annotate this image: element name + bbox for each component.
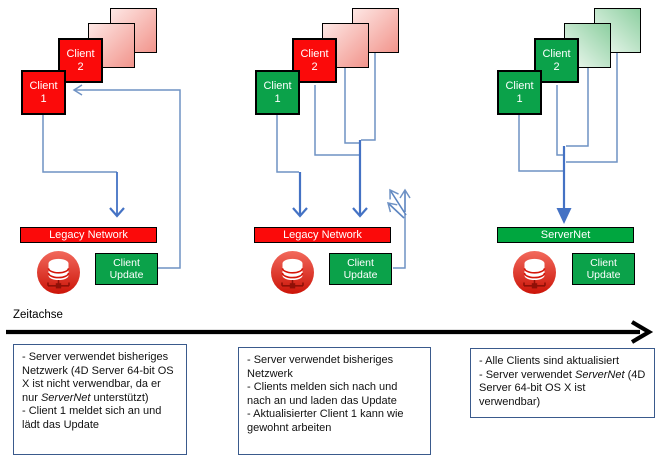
client-update-box: Client Update [572, 253, 635, 285]
database-icon [513, 251, 556, 294]
note-text: - Server verwendet bisheriges Netzwerk (… [22, 351, 174, 404]
timeline-label: Zeitachse [13, 309, 63, 321]
note-bullet: - Client 1 meldet sich an und lädt das U… [22, 405, 178, 432]
note-text: - Server verwendet [479, 368, 575, 381]
network-label: Legacy Network [283, 229, 362, 241]
client-update-box: Client Update [329, 253, 392, 285]
network-bar: Legacy Network [254, 227, 391, 243]
note-bullet: - Server verwendet ServerNet (4D Server … [479, 369, 646, 410]
client-1-box: Client 1 [21, 70, 66, 115]
note-text: - Alle Clients sind aktualisiert [479, 355, 620, 367]
client-2-label: Client 2 [542, 47, 571, 73]
note-text: - Clients melden sich nach und nach an u… [247, 381, 398, 407]
network-label: Legacy Network [49, 229, 128, 241]
client-update-label: Client Update [109, 256, 144, 282]
phase-panel-3: Client 2 Client 1 ServerNet Client Updat… [476, 0, 659, 300]
timeline-arrow [6, 320, 654, 344]
note-bullet: - Alle Clients sind aktualisiert [479, 355, 646, 369]
phase-panel-2: Client 2 Client 1 Legacy Network Client … [234, 0, 468, 300]
note-text: - Aktualisierter Client 1 kann wie gewoh… [247, 408, 404, 434]
network-bar: Legacy Network [20, 227, 157, 243]
note-box-phase-1: - Server verwendet bisheriges Netzwerk (… [13, 344, 187, 455]
database-icon [37, 251, 80, 294]
note-box-phase-3: - Alle Clients sind aktualisiert - Serve… [470, 348, 655, 418]
note-text: (4D Server 64-bit OS X ist verwendbar) [479, 368, 646, 408]
note-bullet: - Server verwendet bisheriges Netzwerk [247, 354, 422, 381]
note-bullet: - Server verwendet bisheriges Netzwerk (… [22, 351, 178, 405]
note-bullet: - Aktualisierter Client 1 kann wie gewoh… [247, 408, 422, 435]
note-text: - Client 1 meldet sich an und lädt das U… [22, 405, 162, 431]
client-1-box: Client 1 [497, 70, 542, 115]
note-text-italic: ServerNet [574, 368, 625, 381]
client-1-label: Client 1 [505, 79, 534, 105]
client-1-label: Client 1 [29, 79, 58, 105]
client-1-label: Client 1 [263, 79, 292, 105]
database-icon [271, 251, 314, 294]
note-bullet: - Clients melden sich nach und nach an u… [247, 381, 422, 408]
client-update-box: Client Update [95, 253, 158, 285]
client-update-label: Client Update [586, 256, 621, 282]
phase-panel-1: Client 2 Client 1 Legacy Network [0, 0, 234, 300]
note-text: - Server verwendet bisheriges Netzwerk [247, 354, 394, 380]
note-text: unterstützt) [90, 391, 149, 404]
network-bar: ServerNet [497, 227, 634, 243]
network-label: ServerNet [540, 229, 591, 241]
client-1-box: Client 1 [255, 70, 300, 115]
client-2-label: Client 2 [300, 47, 329, 73]
client-2-label: Client 2 [66, 47, 95, 73]
note-text-italic: ServerNet [40, 391, 91, 404]
client-update-label: Client Update [343, 256, 378, 282]
note-box-phase-2: - Server verwendet bisheriges Netzwerk -… [238, 347, 431, 455]
